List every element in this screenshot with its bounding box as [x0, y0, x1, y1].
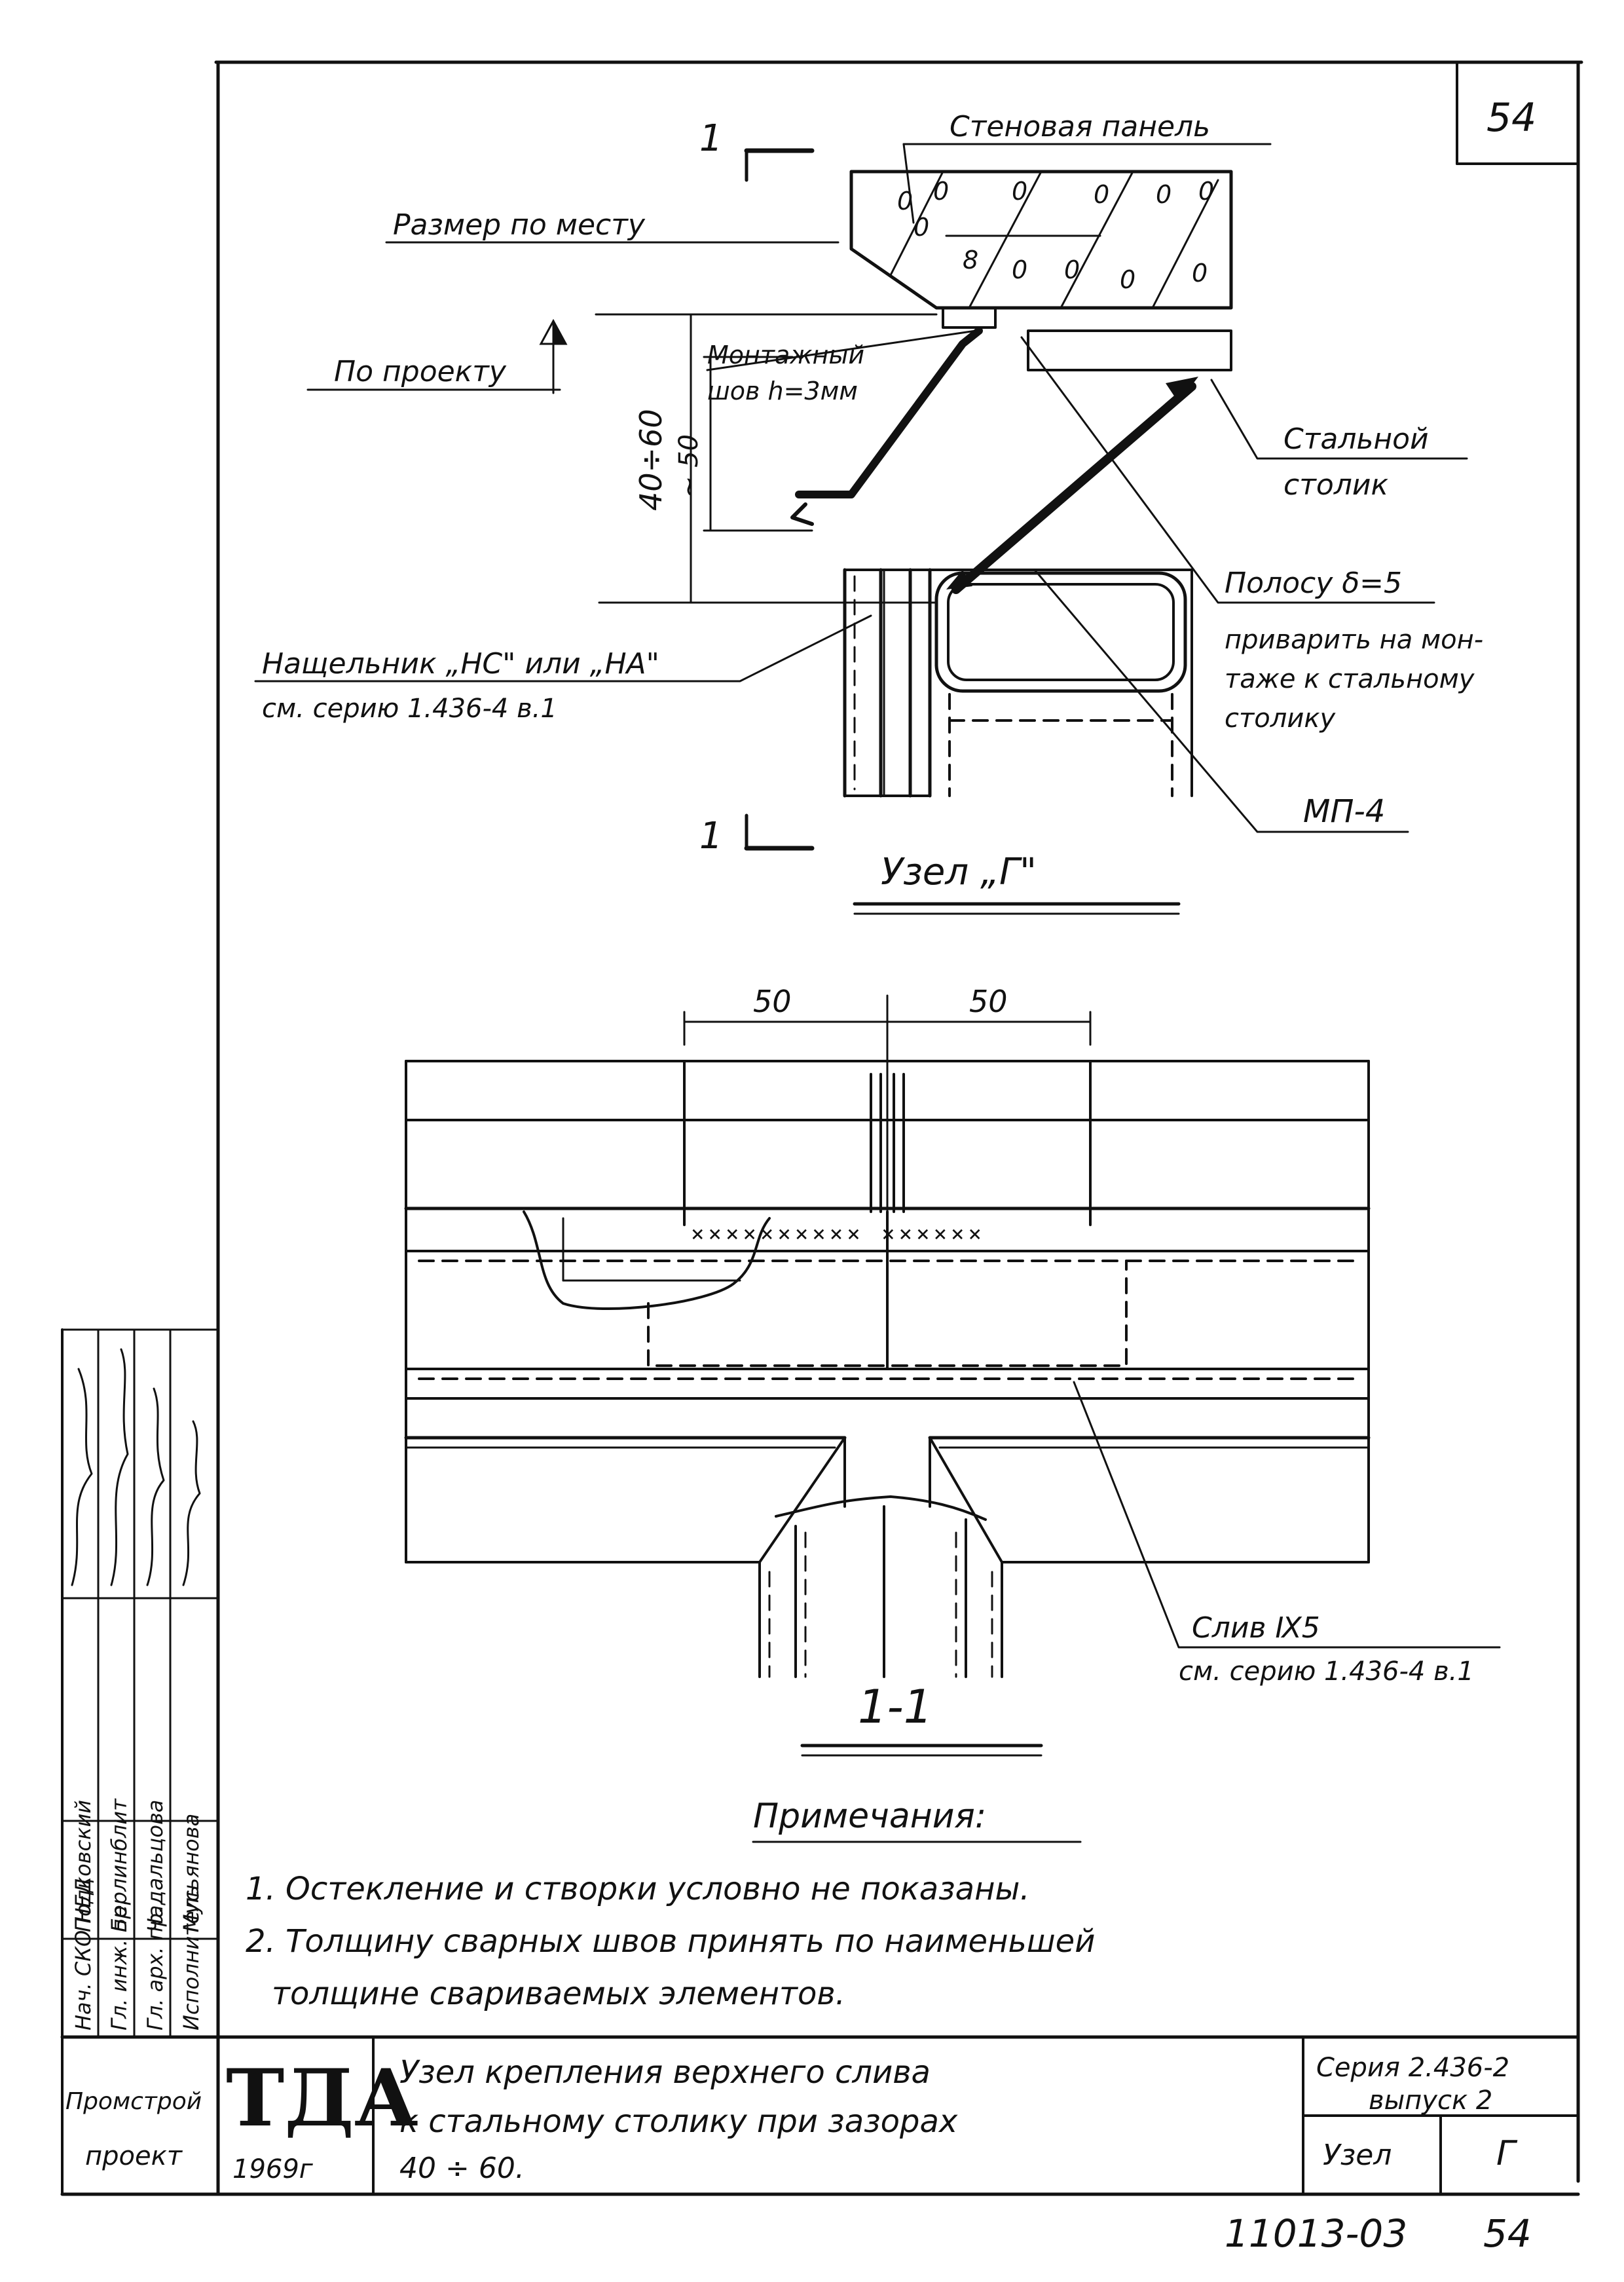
notes: Примечания: 1. Остекление и створки усло…	[246, 1797, 1095, 2012]
logo: ТДА	[226, 2052, 418, 2144]
doc-title-1: Узел крепления верхнего слива	[399, 2054, 931, 2091]
year: 1969г	[232, 2154, 314, 2184]
doc-title-2: к стальному столику при зазорах	[399, 2103, 958, 2140]
label-mp: МП-4	[1303, 793, 1385, 830]
label-strip-note-2: таже к стальному	[1225, 664, 1475, 694]
signature-stamp: Нач. СКО НЕД Гл. инж. пр. Гл. арх. пр. И…	[61, 1328, 219, 2038]
notes-title: Примечания:	[753, 1797, 986, 1836]
node-value: Г	[1496, 2134, 1518, 2173]
label-nash-2: см. серию 1.436-4 в.1	[262, 694, 557, 724]
signature-scribble	[110, 1348, 129, 1586]
svg-text:0: 0	[933, 177, 949, 206]
footer-number: 11013-03	[1225, 2211, 1407, 2256]
svg-text:0: 0	[1094, 180, 1109, 209]
label-nash-1: Нащельник „НС" или „НА"	[262, 647, 659, 681]
org-line-1: Промстрой	[65, 2088, 202, 2115]
detail-title: Узел „Г"	[881, 851, 1037, 893]
name-1: Подковский	[71, 1800, 96, 1932]
page-number: 54	[1486, 95, 1536, 141]
org-line-2: проект	[85, 2141, 183, 2171]
steel-column	[843, 568, 1193, 798]
role-1: Нач. СКО НЕД	[71, 1878, 96, 2030]
label-sliv-2: см. серию 1.436-4 в.1	[1179, 1656, 1474, 1687]
svg-text:0: 0	[1120, 265, 1135, 294]
note-2: 2. Толщину сварных швов принять по наиме…	[246, 1923, 1095, 1960]
signature-scribble	[146, 1387, 165, 1586]
name-3: Чадальцова	[143, 1800, 168, 1932]
label-strip-note-1: приварить на мон-	[1225, 625, 1483, 655]
section-1-1: 50 50 ×××××××××× ××××××	[404, 984, 1501, 1757]
svg-text:0: 0	[1192, 259, 1208, 288]
note-3: толщине свариваемых элементов.	[272, 1975, 845, 2012]
label-steel-2: столик	[1283, 468, 1388, 502]
label-steel-1: Стальной	[1283, 422, 1429, 456]
svg-text:0: 0	[1156, 180, 1172, 209]
footer-page: 54	[1483, 2211, 1532, 2256]
label-by-project: По проекту	[334, 355, 507, 388]
svg-text:0: 0	[1064, 255, 1080, 284]
section-mark-bottom: 1	[699, 815, 723, 857]
name-2: Берлинблит	[107, 1798, 132, 1932]
dim-left: 50	[753, 984, 792, 1019]
label-wall-panel: Стеновая панель	[950, 110, 1210, 143]
section-title: 1-1	[858, 1680, 932, 1734]
name-4: Мусьянова	[179, 1814, 204, 1932]
label-size: Размер по месту	[393, 208, 646, 242]
svg-text:0: 0	[1012, 177, 1027, 206]
title-block: Промстрой проект ТДА 1969г Узел креплени…	[60, 2035, 1580, 2196]
svg-text:8: 8	[963, 246, 978, 274]
dim-right: 50	[969, 984, 1008, 1019]
series-2: выпуск 2	[1369, 2086, 1492, 2116]
role-2: Гл. инж. пр.	[107, 1899, 132, 2030]
svg-text:0: 0	[913, 213, 929, 242]
label-weld-1: Монтажный	[707, 341, 864, 369]
series-1: Серия 2.436-2	[1316, 2053, 1509, 2083]
label-sliv-1: Слив Ⅸ5	[1192, 1611, 1320, 1645]
role-4: Исполнитель	[179, 1885, 204, 2030]
svg-text:0: 0	[1012, 255, 1027, 284]
dim-gap: 40÷60	[633, 409, 669, 511]
role-3: Гл. арх. пр.	[143, 1907, 168, 2030]
note-1: 1. Остекление и створки условно не показ…	[246, 1871, 1030, 1907]
svg-text:0: 0	[1198, 177, 1214, 206]
label-weld-2: шов h=3мм	[707, 377, 858, 405]
node-label: Узел	[1323, 2139, 1392, 2172]
label-strip-note-3: столику	[1225, 703, 1336, 734]
section-mark-top: 1	[699, 117, 723, 160]
page-number-box: 54	[1456, 61, 1579, 165]
signature-scribble	[71, 1368, 93, 1586]
doc-title-3: 40 ÷ 60.	[399, 2152, 525, 2185]
wall-panel: 0 0 0 0 0 0 0 8 0 0 0 0	[849, 170, 1233, 310]
signature-scribble	[182, 1420, 201, 1586]
detail-g: 0 0 0 0 0 0 0 8 0 0 0 0	[254, 110, 1483, 915]
label-strip: Полосу δ=5	[1225, 567, 1402, 600]
svg-text:×××××××××× ××××××: ×××××××××× ××××××	[691, 1221, 986, 1247]
sheet-frame	[60, 60, 1583, 2196]
dim-approx: ~ 50	[674, 434, 704, 498]
